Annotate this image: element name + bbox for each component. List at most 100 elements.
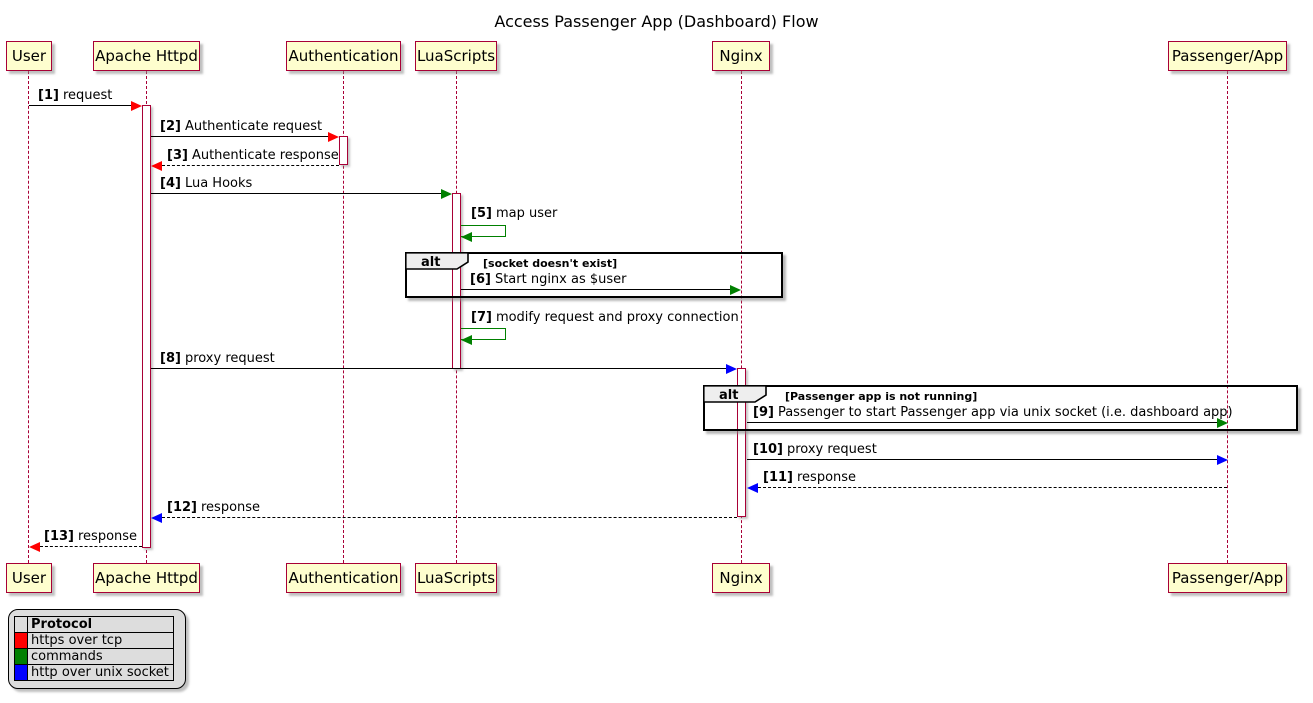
participant-luascripts-top: LuaScripts <box>415 41 497 71</box>
message-text: proxy request <box>786 442 877 457</box>
legend-row: https over tcp <box>14 632 174 649</box>
message-text: request <box>62 88 113 103</box>
message-6-line <box>461 289 730 290</box>
participant-label: Nginx <box>719 569 763 587</box>
message-4-line <box>151 193 441 194</box>
message-3-label: [3]Authenticate response <box>167 148 339 164</box>
message-2-arrowhead <box>328 132 339 142</box>
participant-nginx-top: Nginx <box>712 41 770 71</box>
message-6-arrowhead <box>730 285 741 295</box>
message-text: Authenticate response <box>191 148 339 163</box>
message-text: response <box>200 500 261 515</box>
message-number: [13] <box>44 529 74 544</box>
message-12-line <box>162 517 737 518</box>
message-5-label: [5]map user <box>471 206 557 222</box>
message-number: [11] <box>763 470 793 485</box>
participant-label: User <box>11 47 47 65</box>
legend-row-label: http over unix socket <box>27 664 174 681</box>
message-4-label: [4]Lua Hooks <box>160 176 252 192</box>
activation-nginx <box>737 368 746 517</box>
lifeline-passenger-app <box>1227 71 1228 563</box>
alt-operator-pentagon <box>703 385 767 403</box>
message-9-line <box>747 422 1217 423</box>
activation-apache-httpd <box>142 105 151 548</box>
message-9-arrowhead <box>1217 418 1228 428</box>
message-3-arrowhead <box>151 161 162 171</box>
participant-authentication-bottom: Authentication <box>286 563 401 593</box>
activation-authentication <box>339 136 348 165</box>
lifeline-nginx <box>741 71 742 563</box>
message-number: [3] <box>167 148 188 163</box>
message-number: [2] <box>160 119 181 134</box>
message-number: [8] <box>160 351 181 366</box>
legend-row-label: https over tcp <box>27 632 174 649</box>
participant-label: LuaScripts <box>416 47 496 65</box>
message-number: [7] <box>471 310 492 325</box>
message-number: [10] <box>753 442 783 457</box>
message-2-label: [2]Authenticate request <box>160 119 322 135</box>
legend: Protocol https over tcp commands http ov… <box>8 609 186 689</box>
participant-label: Apache Httpd <box>95 47 198 65</box>
message-5-arrowhead <box>461 232 472 242</box>
participant-passenger-app-top: Passenger/App <box>1168 41 1287 71</box>
message-11-arrowhead <box>747 483 758 493</box>
participant-label: Nginx <box>719 47 763 65</box>
message-13-label: [13]response <box>44 529 137 545</box>
participant-apache-httpd-top: Apache Httpd <box>93 41 200 71</box>
message-number: [5] <box>471 206 492 221</box>
legend-row: http over unix socket <box>14 664 174 681</box>
alt-guard-label: [socket doesn't exist] <box>483 257 618 270</box>
alt-frame-socket: alt [socket doesn't exist] <box>405 252 783 298</box>
participant-label: Authentication <box>288 569 399 587</box>
alt-operator-label: alt <box>421 255 441 270</box>
diagram-title: Access Passenger App (Dashboard) Flow <box>494 12 819 31</box>
message-7-selfloop <box>461 328 506 340</box>
message-6-label: [6]Start nginx as $user <box>470 272 627 288</box>
participant-label: Passenger/App <box>1171 569 1284 587</box>
message-8-arrowhead <box>726 364 737 374</box>
participant-luascripts-bottom: LuaScripts <box>415 563 497 593</box>
lifeline-authentication <box>343 71 344 563</box>
message-text: Start nginx as $user <box>494 272 627 287</box>
legend-header: Protocol <box>27 616 174 633</box>
message-2-line <box>151 136 328 137</box>
message-11-line <box>758 487 1227 488</box>
participant-label: Authentication <box>288 47 399 65</box>
participant-label: Passenger/App <box>1171 47 1284 65</box>
participant-nginx-bottom: Nginx <box>712 563 770 593</box>
message-8-label: [8]proxy request <box>160 351 275 367</box>
message-4-arrowhead <box>441 189 452 199</box>
alt-operator-pentagon <box>405 252 469 270</box>
message-text: Passenger to start Passenger app via uni… <box>777 405 1233 420</box>
participant-user-top: User <box>6 41 52 71</box>
participant-apache-httpd-bottom: Apache Httpd <box>93 563 200 593</box>
message-7-label: [7]modify request and proxy connection <box>471 310 739 326</box>
legend-header-row: Protocol <box>14 616 174 633</box>
legend-header-spacer <box>14 616 28 633</box>
participant-authentication-top: Authentication <box>286 41 401 71</box>
message-number: [6] <box>470 272 491 287</box>
participant-label: LuaScripts <box>416 569 496 587</box>
message-text: response <box>77 529 138 544</box>
legend-row: commands <box>14 648 174 665</box>
message-text: Authenticate request <box>184 119 323 134</box>
message-number: [4] <box>160 176 181 191</box>
message-1-label: [1]request <box>38 88 112 104</box>
alt-frame-passenger: alt [Passenger app is not running] <box>703 385 1298 431</box>
message-3-line <box>162 165 339 166</box>
message-7-arrowhead <box>461 335 472 345</box>
message-11-label: [11]response <box>763 470 856 486</box>
legend-table: Protocol https over tcp commands http ov… <box>14 616 174 681</box>
alt-guard-label: [Passenger app is not running] <box>785 390 978 403</box>
message-13-arrowhead <box>29 542 40 552</box>
message-1-arrowhead <box>131 101 142 111</box>
message-text: response <box>796 470 857 485</box>
message-12-arrowhead <box>151 513 162 523</box>
participant-passenger-app-bottom: Passenger/App <box>1168 563 1287 593</box>
message-8-line <box>151 368 726 369</box>
participant-label: User <box>11 569 47 587</box>
legend-row-label: commands <box>27 648 174 665</box>
message-12-label: [12]response <box>167 500 260 516</box>
message-10-label: [10]proxy request <box>753 442 877 458</box>
